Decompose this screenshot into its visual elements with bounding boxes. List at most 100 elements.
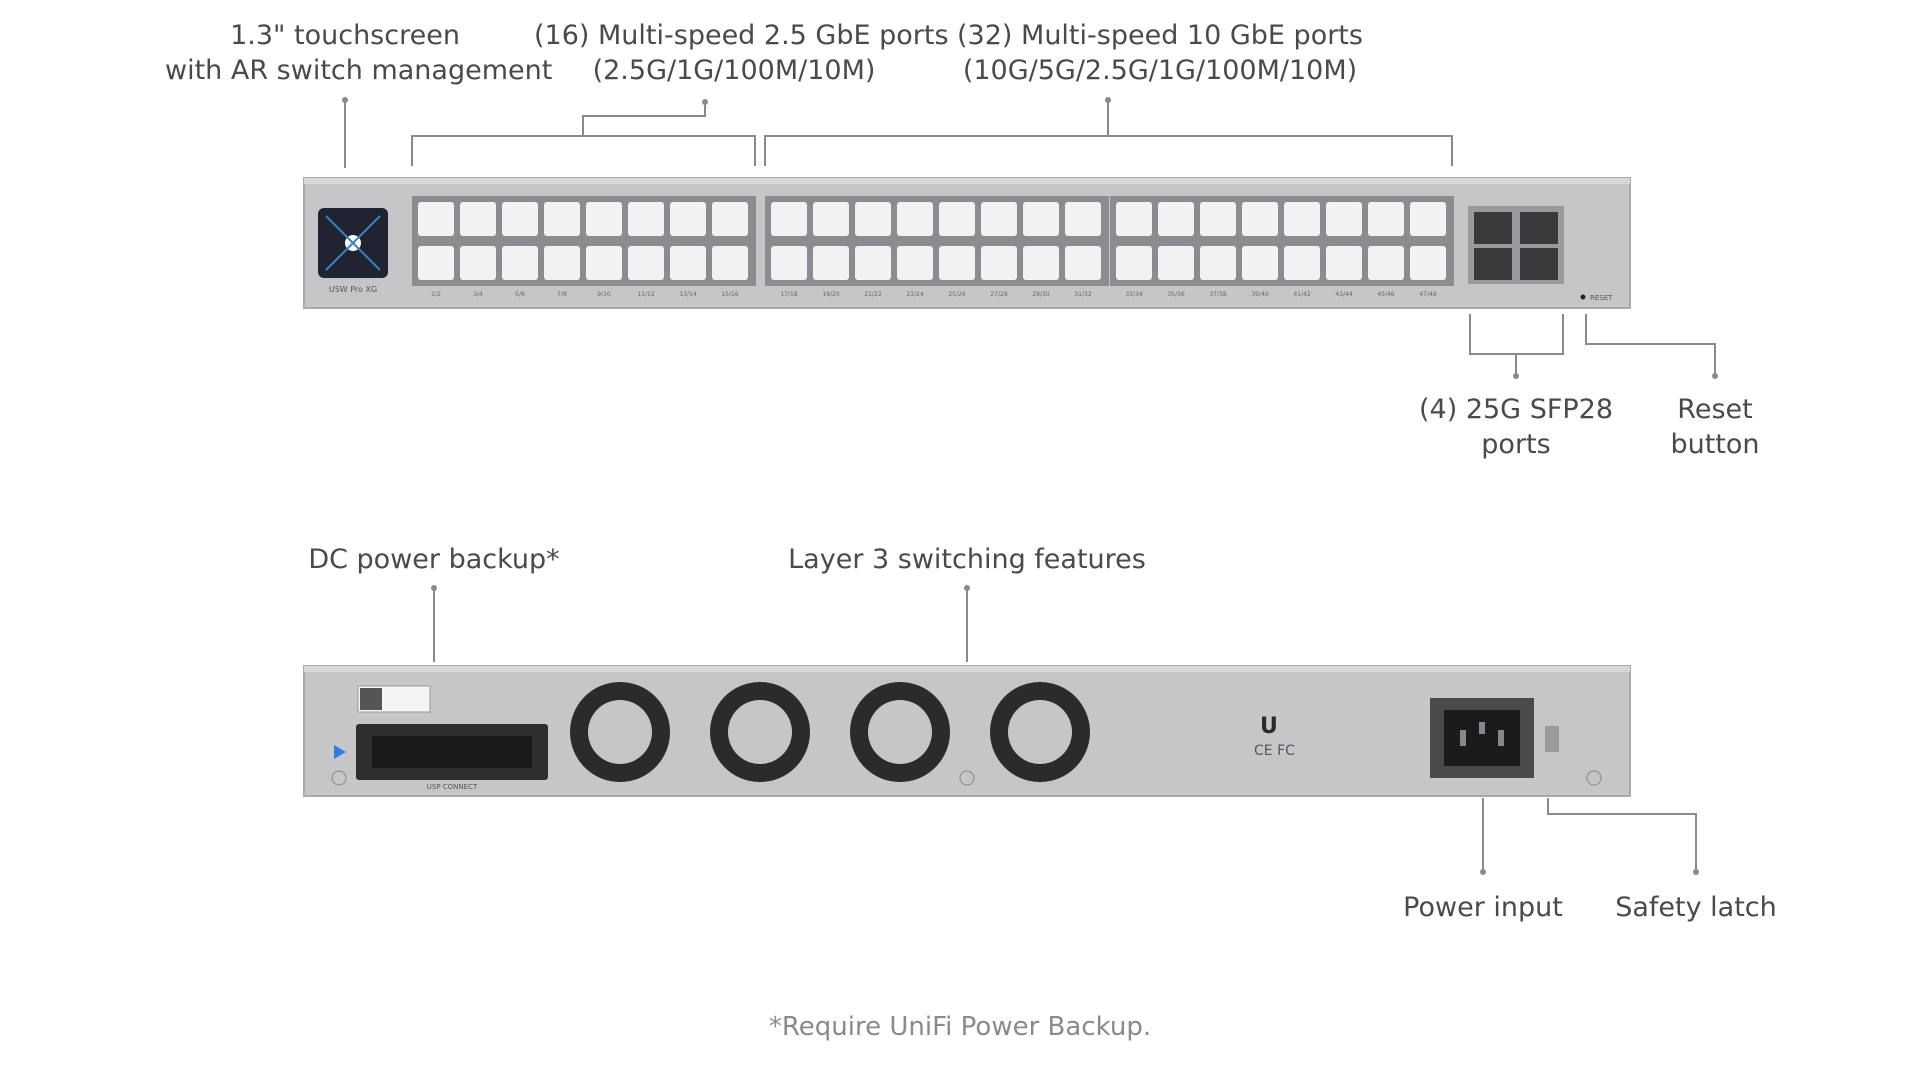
- sfp28-cage: [1468, 206, 1564, 284]
- port-number: 21/22: [864, 291, 881, 298]
- port-number: 31/32: [1074, 291, 1091, 298]
- rj45-port: [855, 202, 891, 236]
- rj45-port: [418, 246, 454, 280]
- rj45-port: [1368, 202, 1404, 236]
- fan-hub: [1008, 700, 1072, 764]
- port-number: 11/12: [637, 291, 654, 298]
- rj45-port: [1116, 202, 1152, 236]
- reset-text: RESET: [1590, 294, 1613, 302]
- rj45-port: [813, 202, 849, 236]
- fan-hub: [588, 700, 652, 764]
- rj45-port: [771, 202, 807, 236]
- port-number: 41/42: [1293, 291, 1310, 298]
- rj45-port: [813, 246, 849, 280]
- port-number: 27/28: [990, 291, 1007, 298]
- rj45-port: [502, 246, 538, 280]
- rj45-port: [1158, 202, 1194, 236]
- port-number: 5/6: [515, 291, 525, 298]
- footnote: *Require UniFi Power Backup.: [768, 1012, 1152, 1042]
- rj45-port: [628, 246, 664, 280]
- fan-hub: [728, 700, 792, 764]
- fan-hub: [868, 700, 932, 764]
- port-number: 19/20: [822, 291, 839, 298]
- port-number: 13/14: [679, 291, 696, 298]
- rj45-port: [1158, 246, 1194, 280]
- label-layer3-features: Layer 3 switching features: [788, 544, 1146, 575]
- port-number: 39/40: [1251, 291, 1268, 298]
- rj45-port: [1410, 246, 1446, 280]
- port-number: 3/4: [473, 291, 483, 298]
- rj45-port: [897, 246, 933, 280]
- model-label: USW Pro XG: [329, 285, 377, 294]
- rj45-port: [670, 246, 706, 280]
- touchscreen-display: [318, 208, 388, 278]
- port-number: 23/24: [906, 291, 923, 298]
- port-number: 25/26: [948, 291, 965, 298]
- dc-power-backup-connector: USP CONNECT: [334, 685, 548, 791]
- port-number: 43/44: [1335, 291, 1352, 298]
- rj45-port: [1326, 202, 1362, 236]
- port-number: 45/46: [1377, 291, 1394, 298]
- ubiquiti-logo: U: [1260, 714, 1278, 739]
- rj45-port: [1284, 246, 1320, 280]
- rj45-port: [544, 202, 580, 236]
- label-sfp28-ports: (4) 25G SFP28 ports: [1419, 394, 1613, 460]
- rj45-port: [1242, 246, 1278, 280]
- label-reset-button: Reset button: [1670, 394, 1760, 460]
- port-number: 29/30: [1032, 291, 1049, 298]
- port-number-labels: 1/2 3/4 5/6 7/8 9/10 11/12 13/14 15/16 17/18 19/2…: [431, 291, 1437, 298]
- rj45-port: [1116, 246, 1152, 280]
- port-number: 33/34: [1125, 291, 1142, 298]
- rj45-port: [670, 202, 706, 236]
- label-25g-ports: (16) Multi-speed 2.5 GbE ports (2.5G/1G/…: [534, 20, 949, 86]
- reset-button: [1580, 294, 1586, 300]
- rj45-port: [771, 246, 807, 280]
- safety-latch: [1545, 726, 1559, 752]
- rj45-port: [855, 246, 891, 280]
- rj45-port: [418, 202, 454, 236]
- rj45-port: [1200, 202, 1236, 236]
- port-number: 37/38: [1209, 291, 1226, 298]
- rj45-port: [1023, 246, 1059, 280]
- rj45-port: [1326, 246, 1362, 280]
- label-dc-power-backup: DC power backup*: [308, 544, 560, 575]
- rj45-port: [981, 202, 1017, 236]
- port-number: 1/2: [431, 291, 441, 298]
- rj45-port: [460, 202, 496, 236]
- label-power-input: Power input: [1403, 892, 1563, 923]
- port-number: 15/16: [721, 291, 738, 298]
- port-number: 35/36: [1167, 291, 1184, 298]
- label-safety-latch: Safety latch: [1615, 892, 1777, 923]
- rj45-port: [502, 202, 538, 236]
- cooling-fans: [570, 682, 1090, 782]
- rj45-port: [712, 202, 748, 236]
- rj45-port: [586, 246, 622, 280]
- certification-marks: CE FC: [1254, 743, 1295, 759]
- rj45-port: [586, 202, 622, 236]
- rj45-port: [897, 202, 933, 236]
- rj45-port: [1242, 202, 1278, 236]
- power-input-socket: [1430, 698, 1534, 778]
- rj45-port: [939, 202, 975, 236]
- rj45-port: [939, 246, 975, 280]
- rj45-port: [1023, 202, 1059, 236]
- rj45-port: [1065, 246, 1101, 280]
- led-indicator-icon: [334, 745, 346, 759]
- rj45-port: [712, 246, 748, 280]
- rj45-port: [544, 246, 580, 280]
- port-number: 7/8: [557, 291, 567, 298]
- rj45-port: [1410, 202, 1446, 236]
- rj45-port: [460, 246, 496, 280]
- rj45-port: [1200, 246, 1236, 280]
- usp-connect-label: USP CONNECT: [427, 783, 478, 791]
- port-number: 9/10: [597, 291, 611, 298]
- port-number: 17/18: [780, 291, 797, 298]
- label-10g-ports: (32) Multi-speed 10 GbE ports (10G/5G/2.…: [957, 20, 1363, 86]
- label-touchscreen: 1.3" touchscreen with AR switch manageme…: [165, 20, 553, 86]
- rj45-port: [1368, 246, 1404, 280]
- rj45-port: [628, 202, 664, 236]
